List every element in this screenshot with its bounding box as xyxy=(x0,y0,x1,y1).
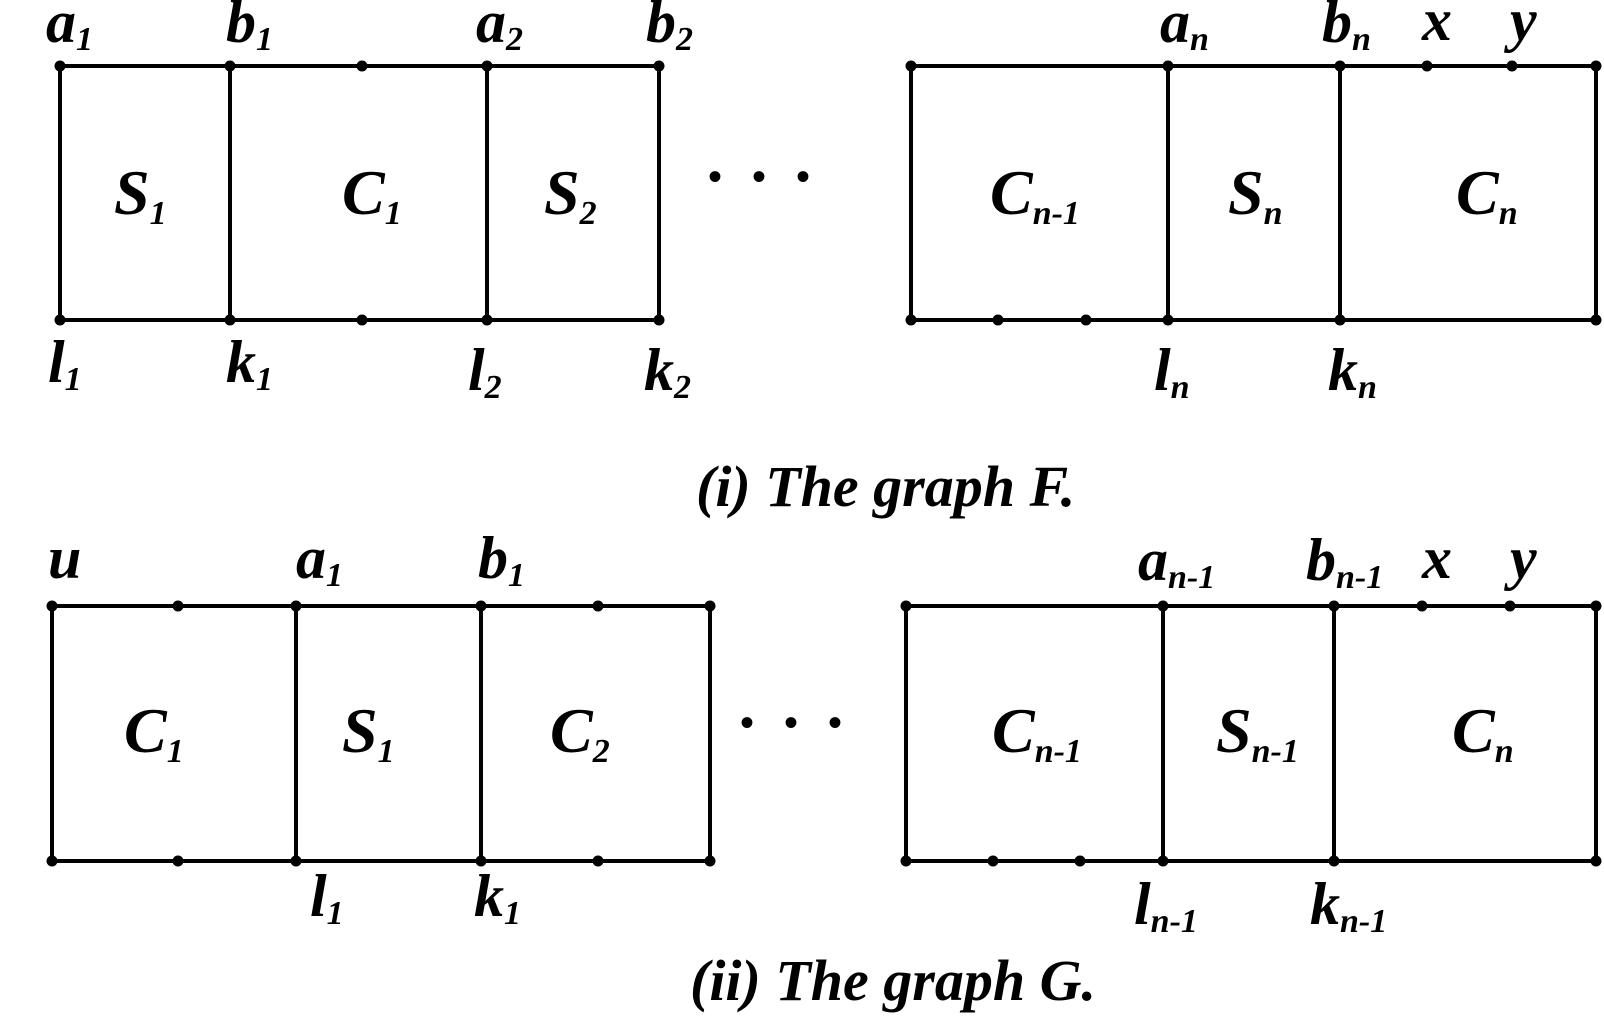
graph-f-bottom-label: kn xyxy=(1328,337,1377,406)
graph-f-node xyxy=(1421,60,1433,72)
graph-g-node xyxy=(900,600,912,612)
graph-f-node xyxy=(224,314,236,326)
graph-g-node xyxy=(1328,855,1340,867)
graph-f-node xyxy=(1162,60,1174,72)
graph-g-node xyxy=(704,855,716,867)
graph-f-cell-label: S2 xyxy=(544,157,597,232)
graph-g-node xyxy=(172,855,184,867)
graph-g-node xyxy=(1590,600,1602,612)
graph-g-cell-label: Cn-1 xyxy=(992,695,1082,770)
graph-f-node xyxy=(653,314,665,326)
graph-g-nodes xyxy=(46,600,1602,867)
graph-g-cell-label: C2 xyxy=(550,695,610,770)
graph-f-cell-label: Cn xyxy=(1456,157,1518,232)
graph-g-cell-label: C1 xyxy=(124,695,184,770)
graph-f-node xyxy=(1590,314,1602,326)
graph-g-node xyxy=(290,600,302,612)
graph-g-top-label: bn-1 xyxy=(1306,527,1383,596)
graph-f-node xyxy=(992,314,1004,326)
graph-f-bottom-label: k1 xyxy=(226,329,273,398)
graph-g-node xyxy=(1416,600,1428,612)
graph-g-node xyxy=(1504,600,1516,612)
graph-f-cell-label: Sn xyxy=(1228,157,1283,232)
graph-g-node xyxy=(987,855,999,867)
graph-f-node xyxy=(905,60,917,72)
graph-f-node xyxy=(224,60,236,72)
graph-f-node xyxy=(356,60,368,72)
graph-g-top-label: b1 xyxy=(478,525,525,594)
graph-f-node xyxy=(481,314,493,326)
graph-f-edges xyxy=(58,64,1598,322)
graph-f-top-label: x xyxy=(1421,0,1452,53)
graph-f-top-label: an xyxy=(1160,0,1209,58)
graph-f-node xyxy=(1334,314,1346,326)
graph-f-top-label: a1 xyxy=(46,0,93,58)
graph-f-bottom-label: k2 xyxy=(644,337,691,406)
graph-g-top-label: x xyxy=(1421,525,1452,591)
graph-f-cell-label: C1 xyxy=(342,157,402,232)
graph-f-node xyxy=(1590,60,1602,72)
graph-f-node xyxy=(54,60,66,72)
graph-f-caption: (i) The graph F. xyxy=(696,454,1075,519)
graph-f-node xyxy=(1334,60,1346,72)
graph-f-node xyxy=(1080,314,1092,326)
graph-g-node xyxy=(46,855,58,867)
graph-g-node xyxy=(1157,600,1169,612)
graph-g-node xyxy=(290,855,302,867)
graph-g-top-label: u xyxy=(48,525,81,591)
graph-f-node xyxy=(905,314,917,326)
graph-g-node xyxy=(704,600,716,612)
graph-f-ellipsis: • • • xyxy=(708,154,820,199)
graph-g-node xyxy=(46,600,58,612)
graph-f-node xyxy=(1162,314,1174,326)
graph-g-top-label: y xyxy=(1504,525,1537,591)
graph-f-node xyxy=(54,314,66,326)
graph-g-node xyxy=(592,855,604,867)
graph-f-bottom-label: ln xyxy=(1154,337,1190,406)
graph-f-top-label: b2 xyxy=(646,0,693,58)
graph-g-node xyxy=(1328,600,1340,612)
graph-f-node xyxy=(653,60,665,72)
graph-g-bottom-label: l1 xyxy=(310,863,344,932)
graph-f-node xyxy=(1506,60,1518,72)
graph-g-bottom-label: kn-1 xyxy=(1310,871,1387,940)
graph-g-bottom-label: k1 xyxy=(474,863,521,932)
graph-f-nodes xyxy=(54,60,1602,326)
graph-g-node xyxy=(172,600,184,612)
graph-g-node xyxy=(475,600,487,612)
graph-g-cell-label: Cn xyxy=(1452,695,1514,770)
graph-f-bottom-label: l2 xyxy=(468,337,502,406)
graph-f-top-label: y xyxy=(1504,0,1537,53)
graph-g-node xyxy=(1074,855,1086,867)
graph-g-node xyxy=(1157,855,1169,867)
graph-g-node xyxy=(1590,855,1602,867)
graph-g-top-label: an-1 xyxy=(1138,527,1215,596)
graph-f-node xyxy=(481,60,493,72)
graph-g-cell-label: S1 xyxy=(342,695,395,770)
graph-f-top-label: bn xyxy=(1322,0,1371,58)
graph-g-caption: (ii) The graph G. xyxy=(690,948,1096,1013)
graph-g-bottom-label: ln-1 xyxy=(1134,871,1198,940)
graph-f-top-label: b1 xyxy=(226,0,273,58)
graph-f-cell-label: Cn-1 xyxy=(990,157,1080,232)
graph-g-top-label: a1 xyxy=(296,525,343,594)
graph-g: u a1 b1 an-1 bn-1 x y l1 k1 ln-1 kn-1 C1… xyxy=(46,525,1602,1013)
graph-g-node xyxy=(592,600,604,612)
graph-f-bottom-label: l1 xyxy=(48,329,82,398)
graph-f-top-label: a2 xyxy=(476,0,523,58)
graph-g-node xyxy=(900,855,912,867)
graph-g-ellipsis: • • • xyxy=(740,700,852,745)
graph-f: a1 b1 a2 b2 an bn x y l1 k1 l2 k2 ln kn … xyxy=(46,0,1602,519)
graph-f-node xyxy=(356,314,368,326)
graph-g-cell-label: Sn-1 xyxy=(1216,695,1299,770)
graph-g-node xyxy=(475,855,487,867)
graph-f-cell-label: S1 xyxy=(114,157,167,232)
